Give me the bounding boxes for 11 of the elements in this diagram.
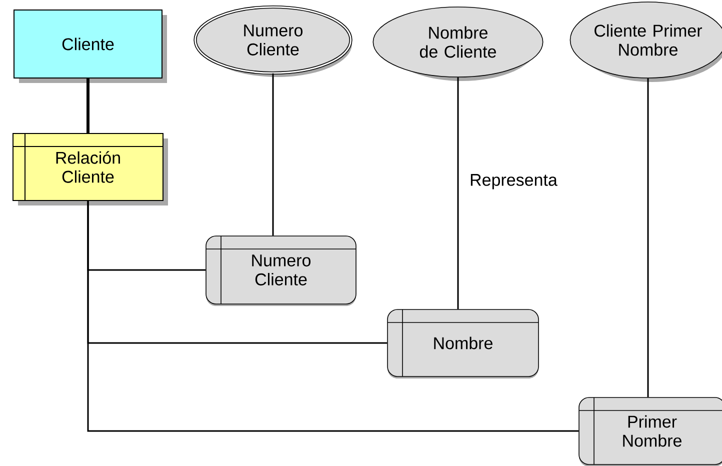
entity-box: Cliente xyxy=(14,10,167,83)
attribute-table-box: Nombre xyxy=(387,309,539,378)
connector-line xyxy=(647,78,649,398)
associative-entity-box: Relación Cliente xyxy=(12,133,168,206)
connector-line xyxy=(87,201,579,432)
attribute-table-box: Primer Nombre xyxy=(578,397,722,466)
connector-line xyxy=(86,78,90,133)
attribute-table-box: Numero Cliente xyxy=(206,236,356,306)
edge-label: Representa xyxy=(470,174,558,190)
connector-line xyxy=(457,77,459,310)
connector-line xyxy=(272,73,274,236)
